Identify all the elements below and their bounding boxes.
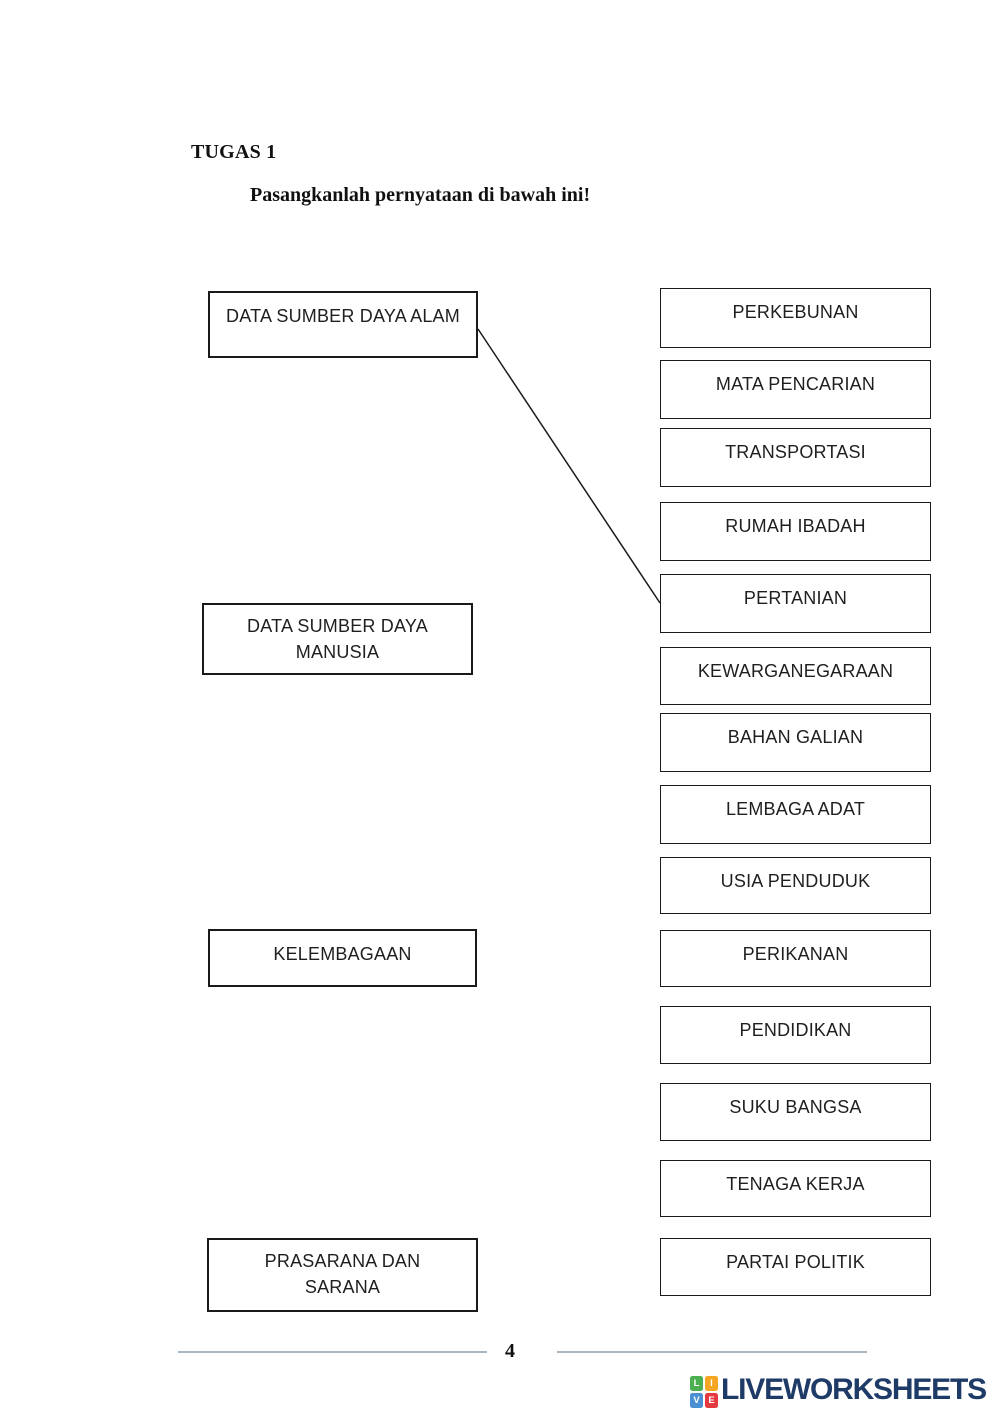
logo-text: LIVEWORKSHEETS xyxy=(721,1373,987,1406)
match-target-bahan-galian[interactable]: BAHAN GALIAN xyxy=(660,713,931,772)
match-target-transportasi[interactable]: TRANSPORTASI xyxy=(660,428,931,487)
logo-tile-v: V xyxy=(690,1393,703,1408)
page-number: 4 xyxy=(505,1340,515,1362)
logo-tile-i: I xyxy=(705,1376,718,1391)
box-label: DATA SUMBER DAYA ALAM xyxy=(226,306,460,326)
match-target-suku-bangsa[interactable]: SUKU BANGSA xyxy=(660,1083,931,1141)
box-label: PERTANIAN xyxy=(743,588,848,608)
box-label: PERKEBUNAN xyxy=(732,302,859,322)
match-target-perikanan[interactable]: PERIKANAN xyxy=(660,930,931,987)
box-label: TRANSPORTASI xyxy=(725,442,866,462)
logo-tiles-icon: L I V E xyxy=(690,1376,718,1408)
match-source-data-sumber-daya-alam[interactable]: DATA SUMBER DAYA ALAM xyxy=(208,291,478,358)
match-target-rumah-ibadah[interactable]: RUMAH IBADAH xyxy=(660,502,931,561)
box-label: TENAGA KERJA xyxy=(726,1174,865,1194)
match-source-prasarana-dan-sarana[interactable]: PRASARANA DAN SARANA xyxy=(207,1238,478,1312)
match-target-kewarganegaraan[interactable]: KEWARGANEGARAAN xyxy=(660,647,931,705)
match-target-pendidikan[interactable]: PENDIDIKAN xyxy=(660,1006,931,1064)
match-source-data-sumber-daya-manusia[interactable]: DATA SUMBER DAYA MANUSIA xyxy=(202,603,473,675)
match-line-alam-pertanian xyxy=(477,328,661,604)
box-label: MATA PENCARIAN xyxy=(715,374,876,394)
match-target-usia-penduduk[interactable]: USIA PENDUDUK xyxy=(660,857,931,914)
box-label: KELEMBAGAAN xyxy=(273,944,412,964)
match-target-tenaga-kerja[interactable]: TENAGA KERJA xyxy=(660,1160,931,1217)
box-label: RUMAH IBADAH xyxy=(725,516,866,536)
box-label: DATA SUMBER DAYA xyxy=(247,616,428,636)
box-label: PERIKANAN xyxy=(742,944,849,964)
match-target-lembaga-adat[interactable]: LEMBAGA ADAT xyxy=(660,785,931,844)
liveworksheets-logo[interactable]: L I V E LIVEWORKSHEETS xyxy=(690,1373,987,1408)
box-label: KEWARGANEGARAAN xyxy=(697,661,894,681)
box-label: PRASARANA DAN xyxy=(264,1251,421,1271)
match-source-kelembagaan[interactable]: KELEMBAGAAN xyxy=(208,929,477,987)
match-target-partai-politik[interactable]: PARTAI POLITIK xyxy=(660,1238,931,1296)
box-label: SARANA xyxy=(304,1277,381,1297)
box-label: USIA PENDUDUK xyxy=(720,871,871,891)
box-label: BAHAN GALIAN xyxy=(727,727,864,747)
box-label: PARTAI POLITIK xyxy=(726,1252,865,1272)
match-target-pertanian[interactable]: PERTANIAN xyxy=(660,574,931,633)
logo-tile-e: E xyxy=(705,1393,718,1408)
match-target-perkebunan[interactable]: PERKEBUNAN xyxy=(660,288,931,348)
footer-rule-left xyxy=(178,1351,487,1353)
box-label: MANUSIA xyxy=(295,642,380,662)
logo-tile-l: L xyxy=(690,1376,703,1391)
page-title: TUGAS 1 xyxy=(191,141,277,163)
box-label: LEMBAGA ADAT xyxy=(725,799,866,819)
footer-rule-right xyxy=(557,1351,867,1353)
box-label: SUKU BANGSA xyxy=(729,1097,862,1117)
instruction-text: Pasangkanlah pernyataan di bawah ini! xyxy=(250,184,591,206)
match-target-mata-pencarian[interactable]: MATA PENCARIAN xyxy=(660,360,931,419)
box-label: PENDIDIKAN xyxy=(739,1020,852,1040)
